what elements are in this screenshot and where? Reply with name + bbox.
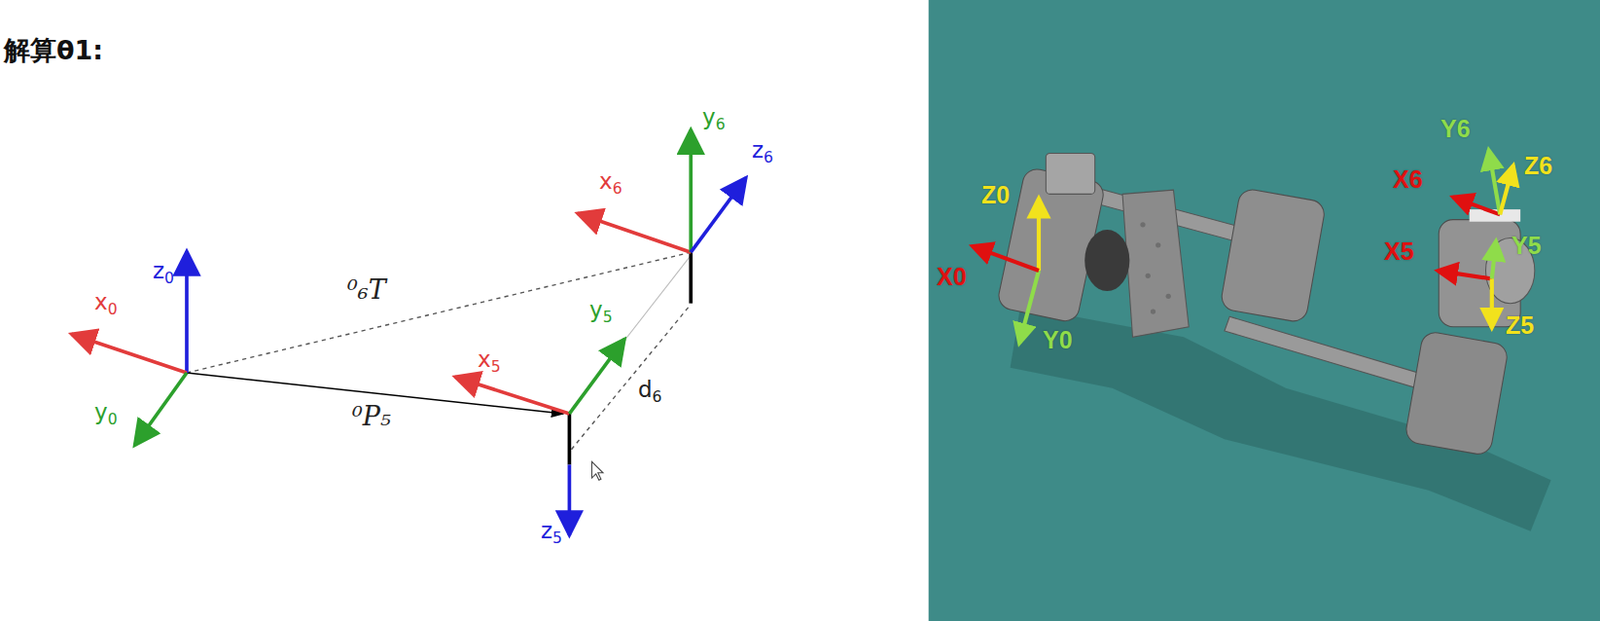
axis-label: y0 [94, 399, 118, 425]
axis-label: z5 [540, 518, 563, 543]
axis-label: x0 [94, 289, 118, 315]
render-axis-label: Z0 [981, 181, 1010, 210]
render-axis-label: X5 [1384, 238, 1415, 266]
render-axis-label: X6 [1392, 166, 1423, 194]
transform-label: ⁰₆T [347, 275, 387, 305]
transform-label: ⁰P₅ [352, 401, 392, 431]
render-axis-label: Y0 [1042, 326, 1073, 355]
render-axis-label: Y6 [1440, 115, 1471, 143]
axis-label: d6 [638, 377, 663, 402]
axis-label: x5 [477, 347, 501, 372]
axis-label: z0 [152, 258, 175, 284]
axis-label: y6 [702, 105, 726, 130]
render-axis-label: Z5 [1505, 312, 1534, 340]
axis-label: x6 [599, 169, 623, 194]
render-axis-label: X0 [936, 263, 967, 291]
axis-label: z6 [751, 138, 774, 163]
slide-title: 解算θ1: [3, 33, 104, 69]
render-axis-label: Y5 [1511, 232, 1542, 260]
render-axis-label: Z6 [1524, 152, 1553, 180]
axis-label: y5 [589, 297, 613, 322]
